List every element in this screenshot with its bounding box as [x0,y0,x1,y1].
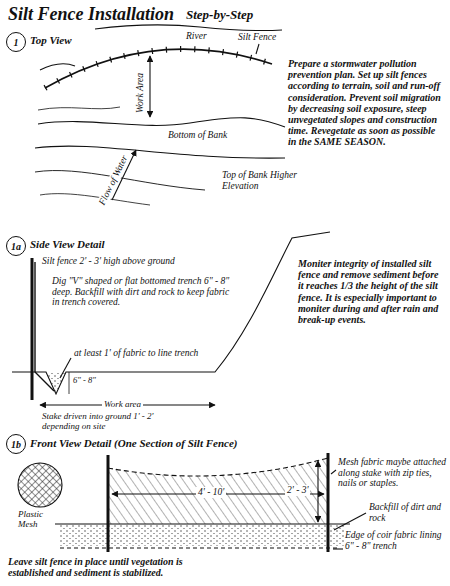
dimension-line [69,372,70,394]
side-view [12,232,330,405]
river-bank [40,64,75,70]
note: Leave silt fence in place until vegetati… [8,556,223,578]
ground-line [12,232,330,394]
stake [31,258,34,400]
step-number: 1 [14,37,19,48]
contour [38,107,120,110]
backfill [46,372,66,394]
work-area-arrow [149,56,150,117]
river-bank [95,25,282,31]
front-view [18,453,366,552]
subtitle: Step-by-Step [186,8,253,23]
stake [107,455,110,552]
view-heading: Top View [30,34,71,46]
part-label: Backfill of dirt and rock [369,502,447,523]
part-label: Stake driven into ground 1' - 2' dependi… [42,411,182,431]
height-dimension [317,461,318,522]
step-number: 1b [11,439,21,450]
fabric [108,458,328,524]
bottom-of-bank [38,118,285,127]
step-number-circle: 1a [6,236,26,256]
title: Silt Fence Installation [8,4,174,24]
view-heading: Side View Detail [30,238,105,250]
area-label: Top of Bank Higher Elevation [222,170,307,191]
note: Moniter integrity of installed silt fenc… [298,258,446,325]
area-label: Flow of Water [96,152,131,209]
plastic-mesh-sample [18,463,62,507]
dimension-label: Work area [102,399,143,409]
top-of-bank [35,146,285,158]
leader-line [331,470,336,474]
note: Prepare a stormwater pollution preventio… [288,58,446,148]
step-number-circle: 1b [6,434,26,454]
view-heading: Front View Detail (One Section of Silt F… [30,437,237,449]
backfill-band [60,524,345,546]
step-number-circle: 1 [6,32,26,52]
area-label: River [186,31,207,42]
note: Mesh fabric maybe attached along stake w… [338,457,448,489]
fabric [35,262,54,391]
area-label: Work Area [135,73,146,113]
step-number: 1a [11,241,21,252]
ground-line [55,523,350,524]
part-label: Silt fence 2' - 3' high above ground [42,256,175,267]
fence-stakes [45,49,272,88]
part-label: at least 1' of fabric to line trench [74,348,198,359]
dimension-label: 4' - 10' [196,487,226,498]
trench-edge [60,547,340,548]
dimension-label: 2' - 3' [285,485,310,496]
dimension-label: 6" - 8" [73,376,96,386]
part-label: Plastic Mesh [18,509,63,529]
leader-line [333,548,343,549]
silt-fence-line [45,49,272,88]
fabric-top [108,458,328,476]
note: Dig "V" shaped or flat bottomed trench 6… [52,276,230,308]
area-label: Bottom of Bank [168,130,227,141]
part-label: Silt Fence [238,32,276,43]
leader-line [256,44,259,54]
leader-line [334,513,366,530]
stake [327,453,330,552]
part-label: Edge of coir fabric lining 6" - 8" trenc… [345,530,448,551]
